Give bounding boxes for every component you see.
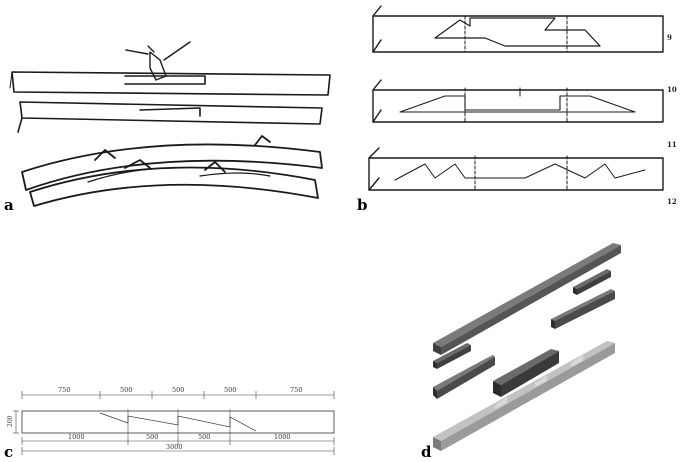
top-dimension-line [21, 391, 335, 399]
beam-9-drawing [372, 5, 664, 53]
small-dark-piece-2 [433, 343, 471, 369]
small-dark-piece-1 [573, 269, 611, 295]
panel-a: a [0, 0, 345, 215]
straight-beams-sketch [9, 71, 331, 133]
panel-c-drawing: 750 500 500 500 750 200 1000 [4, 386, 335, 461]
beam-9-number: 9 [667, 33, 672, 42]
beam-12-number: 12 [667, 197, 677, 206]
long-dark-beam [433, 243, 621, 355]
panel-d-render: d [421, 243, 621, 461]
central-dark-block [493, 349, 559, 397]
panel-a-sketch: a [4, 41, 331, 214]
beam-10-number: 10 [667, 85, 677, 94]
beam-elevation [21, 409, 335, 437]
top-dim-5: 750 [290, 386, 302, 394]
panel-b: 9 10 11 12 b [345, 0, 685, 215]
total-dim: 3000 [166, 443, 183, 451]
bottom-dim-3: 500 [198, 433, 210, 441]
top-dim-2: 500 [120, 386, 132, 394]
tool-sketch [125, 41, 191, 81]
top-dim-3: 500 [172, 386, 184, 394]
beam-11-number: 11 [667, 140, 677, 149]
panel-c: 750 500 500 500 750 200 1000 [0, 215, 345, 462]
bottom-dim-4: 1000 [274, 433, 291, 441]
curved-beams-sketch [21, 135, 323, 207]
long-light-beam [433, 341, 615, 451]
bottom-dim-1: 1000 [68, 433, 85, 441]
beam-10-drawing [372, 79, 664, 123]
bottom-dim-2: 500 [146, 433, 158, 441]
left-notched-piece [433, 355, 495, 399]
height-dim: 200 [7, 415, 14, 427]
panel-d-label: d [421, 443, 432, 461]
top-dim-1: 750 [58, 386, 70, 394]
panel-b-drawings: 9 10 11 12 b [357, 5, 677, 214]
bottom-dimension-line [21, 437, 335, 445]
beam-12-drawing [368, 147, 664, 191]
total-dimension-line [21, 447, 335, 455]
panel-a-label: a [4, 196, 14, 214]
panel-b-label: b [357, 196, 368, 214]
height-dimension-line [13, 410, 19, 434]
panel-c-label: c [4, 443, 13, 461]
top-dim-4: 500 [224, 386, 236, 394]
notched-dark-piece [551, 289, 615, 329]
panel-d: d [345, 215, 685, 462]
